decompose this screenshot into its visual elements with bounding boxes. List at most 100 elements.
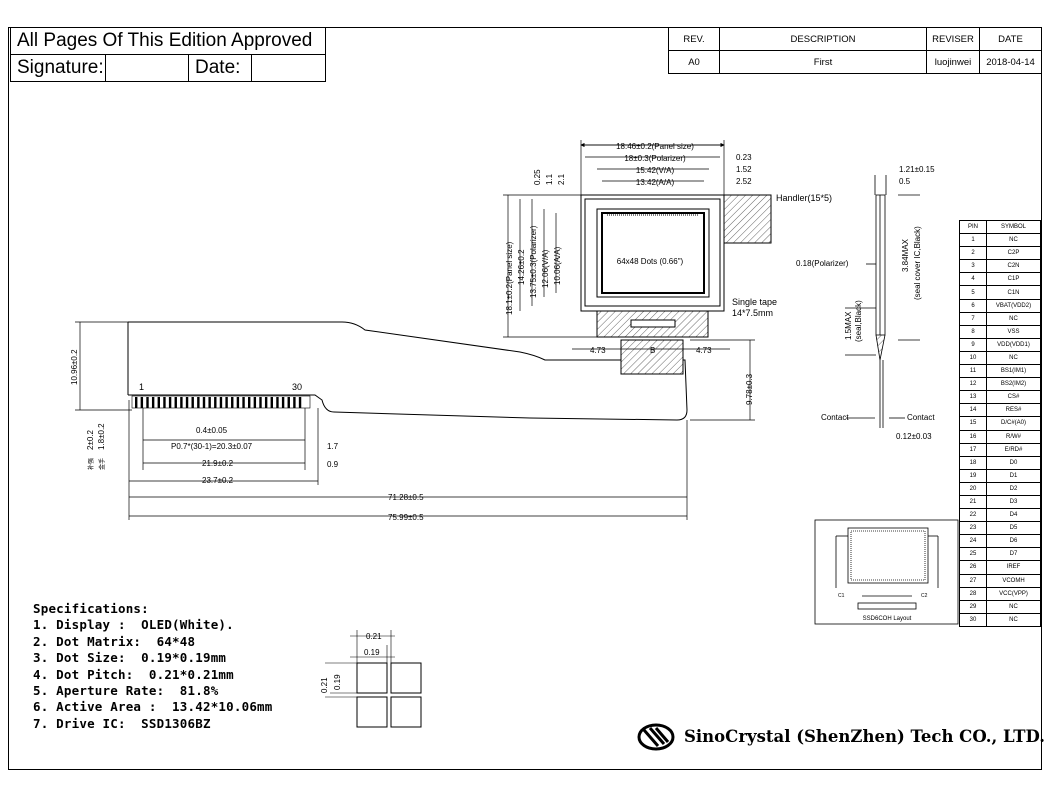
- gold-finger: [276, 397, 279, 408]
- spec-item: 2. Dot Matrix: 64*48: [33, 633, 196, 649]
- gold-finger: [135, 397, 138, 408]
- spec-item: 1. Display : OLED(White).: [33, 617, 234, 633]
- dim-va-w: 15.42(V/A): [636, 166, 675, 175]
- gold-finger: [197, 397, 200, 408]
- circuit-c1: C1: [838, 593, 845, 599]
- tape-label: Single tape: [732, 297, 777, 307]
- gold-finger: [287, 397, 290, 408]
- dim-polarizer-w: 18±0.3(Polarizer): [624, 154, 686, 163]
- dim-7599: 75.99±0.5: [388, 513, 424, 522]
- gold-finger: [180, 397, 183, 408]
- spec-item: 4. Dot Pitch: 0.21*0.21mm: [33, 666, 234, 682]
- dim-va-h: 12.06(V/A): [541, 249, 550, 288]
- pin-symbol: NC: [986, 612, 1041, 627]
- circuit-c2: C2: [921, 593, 928, 599]
- gold-finger: [157, 397, 160, 408]
- tape-letter: B: [650, 346, 655, 355]
- side-seal2: (seal,Black): [854, 300, 863, 342]
- gold-finger: [236, 397, 240, 408]
- dim-pad-w: 0.4±0.05: [196, 426, 228, 435]
- dim-219: 21.9±0.2: [202, 459, 234, 468]
- drawing-frame: [8, 27, 1042, 770]
- dim-21: 2.1: [557, 173, 566, 185]
- dot-pitch: 0.21: [366, 632, 382, 641]
- specifications: Specifications: 1. Display : OLED(White)…: [33, 601, 273, 732]
- pin-last: 30: [292, 382, 302, 392]
- dim-panel-h: 18.1±0.2(Panel size): [505, 241, 514, 315]
- dim-fpc-w: 10.96±0.2: [70, 349, 79, 385]
- date-field[interactable]: [251, 54, 326, 82]
- gold-finger: [146, 397, 149, 408]
- gold-finger: [208, 397, 211, 408]
- side-121: 1.21±0.15: [899, 165, 935, 174]
- dim-polarizer-h: 13.75±0.3(Polarizer): [529, 225, 538, 298]
- dim-152: 1.52: [736, 165, 752, 174]
- ic-region: [620, 339, 684, 375]
- dim-252: 2.52: [736, 177, 752, 186]
- description-value: First: [719, 50, 927, 74]
- date-header: DATE: [979, 27, 1042, 51]
- gold-finger: [270, 397, 273, 408]
- gold-finger: [151, 397, 155, 408]
- gold-finger: [140, 397, 144, 408]
- gold-finger: [219, 397, 223, 408]
- rev-value: A0: [668, 50, 720, 74]
- spec-item: 5. Aperture Rate: 81.8%: [33, 683, 219, 699]
- gold-finger: [174, 397, 177, 408]
- side-384: 3.84MAX: [901, 238, 910, 272]
- va-outline: [596, 208, 710, 298]
- side-seal: (seal cover IC,Black): [913, 226, 922, 300]
- gold-finger: [191, 397, 194, 408]
- dim-aa-w: 13.42(A/A): [636, 178, 675, 187]
- revision-table: REV. DESCRIPTION REVISER DATE A0 First l…: [668, 27, 1042, 74]
- gold-finger: [259, 397, 262, 408]
- dot-size-v: 0.19: [333, 674, 342, 690]
- dim-025: 0.25: [533, 169, 542, 185]
- approval-block: All Pages Of This Edition Approved Signa…: [10, 27, 326, 82]
- handler-label: Handler(15*5): [776, 193, 832, 203]
- side-05: 0.5: [899, 177, 911, 186]
- spec-item: 6. Active Area : 13.42*10.06mm: [33, 699, 273, 715]
- dim-total-h: 14.26±0.2: [517, 249, 526, 285]
- gold-finger: [214, 397, 217, 408]
- spec-item: 7. Drive IC: SSD1306BZ: [33, 715, 211, 731]
- side-15: 1.5MAX: [844, 311, 853, 340]
- tape-size: 14*7.5mm: [732, 308, 773, 318]
- pin-symbol: BS1(IM1): [986, 364, 1041, 379]
- gold-fingers: [135, 397, 302, 408]
- contact-right: Contact: [907, 413, 935, 422]
- dim-17: 1.7: [327, 442, 339, 451]
- dim-fpc-len: 9.78±0.3: [745, 373, 754, 405]
- spec-title: Specifications:: [33, 601, 149, 616]
- aa-outline: [601, 212, 705, 294]
- handler-tab: [723, 194, 772, 244]
- gold-finger: [248, 397, 251, 408]
- dim-left-473: 4.73: [590, 346, 606, 355]
- dim-aa-h: 10.06(A/A): [553, 246, 562, 285]
- dim-left-b: 1.8±0.2: [97, 423, 106, 450]
- left-pad-a: 补强: [87, 458, 95, 470]
- signature-label: Signature:: [10, 54, 106, 82]
- dim-09: 0.9: [327, 460, 339, 469]
- gold-finger: [225, 397, 228, 408]
- gold-finger: [242, 397, 245, 408]
- dim-left-a: 2±0.2: [86, 429, 95, 450]
- pin-first: 1: [139, 382, 144, 392]
- dim-panel-w: 18.46±0.2(Panel size): [616, 142, 694, 151]
